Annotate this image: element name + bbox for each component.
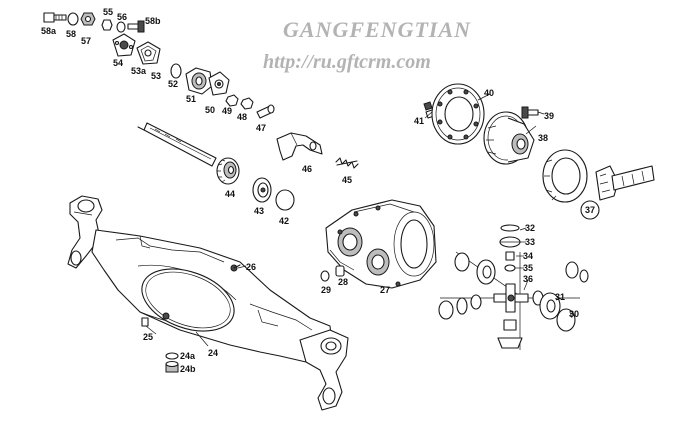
- label-52: 52: [168, 79, 178, 89]
- part-31-gear: [539, 292, 561, 320]
- label-49: 49: [222, 106, 232, 116]
- part-39-bolt: [521, 106, 539, 119]
- label-50: 50: [205, 105, 215, 115]
- side-washer-right-upper: [565, 261, 579, 279]
- part-48-nut: [240, 97, 254, 110]
- label-30: 30: [569, 309, 579, 319]
- label-47: 47: [256, 123, 266, 133]
- label-29: 29: [321, 285, 331, 295]
- label-27: 27: [380, 285, 390, 295]
- label-35: 35: [523, 263, 533, 273]
- part-58b-bolt: [127, 20, 145, 33]
- axle-housing: [67, 195, 349, 411]
- label-58: 58: [66, 29, 76, 39]
- part-55-nut: [101, 19, 113, 31]
- label-37: 37: [585, 205, 595, 215]
- label-42: 42: [279, 216, 289, 226]
- part-45-spring: [335, 157, 359, 169]
- part-35-washer: [504, 264, 516, 272]
- part-58-washer: [67, 12, 79, 26]
- side-washer-left-lower: [438, 300, 454, 320]
- spider-gear-assembly: [438, 224, 589, 350]
- part-28-pin: [335, 265, 345, 277]
- part-54-plate: [112, 33, 136, 57]
- bearing-cup: [542, 149, 588, 203]
- part-51-housing: [185, 67, 213, 95]
- side-washer-left: [454, 252, 470, 272]
- label-54: 54: [113, 58, 123, 68]
- label-26: 26: [246, 262, 256, 272]
- label-51: 51: [186, 94, 196, 104]
- part-34-spacer: [505, 251, 515, 261]
- part-57-nut: [80, 12, 96, 26]
- part-56-washer: [116, 21, 126, 33]
- label-58b: 58b: [145, 16, 161, 26]
- side-ring-left: [470, 294, 482, 310]
- shift-shaft-assembly: [137, 122, 359, 211]
- leader-lines: [145, 93, 573, 347]
- side-gear-left: [476, 259, 496, 285]
- pinion-gear: [595, 165, 655, 201]
- part-25-breather: [141, 317, 149, 327]
- label-44: 44: [225, 189, 235, 199]
- part-40-ring-gear: [431, 83, 485, 145]
- part-29-ring: [320, 270, 330, 282]
- part-52-ring: [170, 63, 182, 79]
- part-33-gear: [499, 236, 521, 248]
- label-46: 46: [302, 164, 312, 174]
- label-56: 56: [117, 12, 127, 22]
- label-28: 28: [338, 277, 348, 287]
- label-53: 53: [151, 71, 161, 81]
- pinion-bottom: [497, 319, 523, 349]
- part-44-gear: [216, 157, 240, 185]
- label-34: 34: [523, 251, 533, 261]
- part-36-cross: [493, 283, 529, 313]
- part-53a-gasket: [136, 41, 161, 65]
- side-washer-left-b: [456, 297, 468, 315]
- part-37-disc: [580, 200, 600, 220]
- label-43: 43: [254, 206, 264, 216]
- part-24b-plug: [165, 360, 179, 373]
- watermark-title: GANGFENGTIAN: [283, 17, 471, 42]
- label-53a: 53a: [131, 66, 147, 76]
- label-39: 39: [544, 111, 554, 121]
- label-45: 45: [342, 175, 352, 185]
- label-24a: 24a: [180, 351, 196, 361]
- part-24a-washer: [165, 352, 179, 360]
- label-48: 48: [237, 112, 247, 122]
- part-38-diff-case: [483, 111, 535, 165]
- part-58a-bolt: [43, 12, 67, 23]
- label-41: 41: [414, 116, 424, 126]
- label-24: 24: [208, 348, 218, 358]
- ring-gear-assembly: [423, 83, 655, 220]
- label-58a: 58a: [41, 26, 57, 36]
- side-ring-right-upper: [579, 269, 589, 283]
- label-55: 55: [103, 7, 113, 17]
- differential-carrier: [320, 199, 437, 289]
- part-26-plug: [230, 264, 241, 272]
- small-parts-group: [43, 12, 275, 119]
- label-24b: 24b: [180, 364, 196, 374]
- part-47-pin: [256, 104, 275, 119]
- watermark-url: http://ru.gftcrm.com: [263, 51, 431, 73]
- label-57: 57: [81, 36, 91, 46]
- part-50-cover: [208, 71, 230, 96]
- label-31: 31: [555, 292, 565, 302]
- label-38: 38: [538, 133, 548, 143]
- label-32: 32: [525, 223, 535, 233]
- part-46-fork: [276, 132, 323, 161]
- label-25: 25: [143, 332, 153, 342]
- label-36: 36: [523, 274, 533, 284]
- part-43-ring: [252, 177, 272, 203]
- part-49-nut: [225, 94, 239, 107]
- label-33: 33: [525, 237, 535, 247]
- part-labels: 58a 58 57 55 56 58b 54 53a 53 52 51 50 4…: [41, 7, 595, 374]
- part-32-washer: [500, 224, 520, 232]
- label-40: 40: [484, 88, 494, 98]
- part-42-oring: [275, 189, 295, 211]
